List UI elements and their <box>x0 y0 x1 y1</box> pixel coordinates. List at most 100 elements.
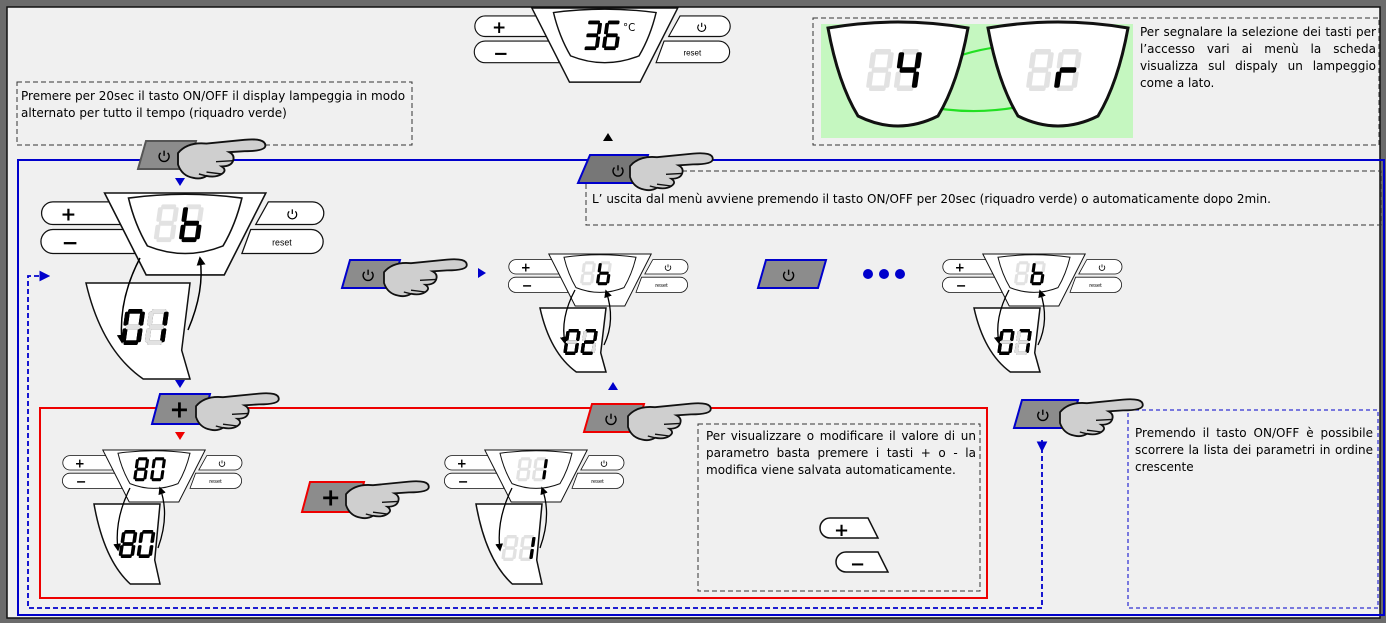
hand-finger-lines <box>647 422 681 439</box>
digit-segment-on <box>531 537 536 547</box>
minus-key[interactable] <box>473 40 561 64</box>
digit-segment-on <box>1031 282 1042 286</box>
digit-segment-on <box>123 311 130 326</box>
reset-key[interactable] <box>189 472 242 489</box>
hand-scroll <box>1059 398 1144 438</box>
digit-segment-off <box>520 537 525 547</box>
digit-segment-off <box>1017 271 1027 275</box>
digit-segment-off <box>158 220 174 226</box>
reset-key[interactable] <box>571 472 624 489</box>
digit-segment-on <box>161 459 166 469</box>
power-icon <box>600 461 608 467</box>
digit-segment-on <box>183 220 200 226</box>
controller-panel: +−reset <box>942 253 1123 307</box>
digit-segment-on <box>588 20 601 25</box>
digit-segment-off <box>531 470 537 480</box>
next-param-button-2[interactable] <box>756 259 828 289</box>
power-key[interactable] <box>254 201 325 226</box>
seven-seg-digit <box>596 263 611 286</box>
reset-key[interactable] <box>240 228 324 255</box>
digit-segment-off <box>533 459 538 469</box>
return-loop-arrow <box>27 270 1043 609</box>
digit-segment-off <box>1028 52 1037 69</box>
digit-segment-on <box>1040 274 1045 284</box>
digit-segment-on <box>194 224 202 240</box>
ellipsis-dot <box>895 269 905 279</box>
plus-key[interactable] <box>508 259 561 275</box>
digit-segment-off <box>1016 351 1027 355</box>
digit-segment-on <box>1033 271 1043 275</box>
minus-key[interactable] <box>942 276 1003 293</box>
plus-key[interactable] <box>41 201 124 226</box>
digit-segment-off <box>896 85 914 91</box>
power-key[interactable] <box>198 455 243 471</box>
plus-key[interactable] <box>942 259 995 275</box>
legend-plus-key <box>819 517 880 539</box>
plus-key[interactable] <box>474 15 549 38</box>
hand-finger-lines <box>403 278 437 295</box>
power-key[interactable] <box>667 15 731 38</box>
power-icon <box>218 461 226 467</box>
digit-segment-on <box>1010 331 1015 341</box>
minus-key[interactable] <box>62 472 123 489</box>
digit-segment-on <box>602 36 608 48</box>
digit-segment-on <box>593 331 598 341</box>
pressing-hand <box>629 152 714 192</box>
blink-signal-note: Per segnalare la selezione dei tasti per… <box>1140 25 1376 90</box>
controller-panel: +−reset <box>40 192 325 276</box>
digit-segment-off <box>185 204 202 210</box>
power-key[interactable] <box>1078 259 1123 275</box>
reset-key[interactable] <box>1069 276 1122 293</box>
hand-confirm <box>627 402 712 442</box>
panel-background <box>6 6 1381 619</box>
reset-key[interactable] <box>655 40 731 64</box>
digit-segment-off <box>590 274 595 284</box>
flow-arrow-in <box>116 257 141 344</box>
digit-segment-on <box>120 554 132 558</box>
seven-seg-digit <box>1014 329 1032 355</box>
param-window <box>539 307 607 373</box>
digit-segment-off <box>197 207 204 222</box>
hand-next-param <box>383 258 468 298</box>
digit-segment-on <box>607 20 620 25</box>
power-key[interactable] <box>644 259 689 275</box>
digit-segment-on <box>914 52 922 69</box>
digit-segment-on <box>899 67 917 73</box>
power-key[interactable] <box>580 455 625 471</box>
minus-key[interactable] <box>508 276 569 293</box>
flow-arrow-out <box>187 256 206 331</box>
seven-seg-digit <box>896 52 922 88</box>
digit-segment-on <box>999 351 1010 355</box>
digit-segment-on <box>1054 71 1062 88</box>
reset-key[interactable] <box>635 276 688 293</box>
digit-segment-off <box>153 224 161 240</box>
flow-arrow-down-1 <box>175 178 185 186</box>
digit-segment-on <box>132 532 138 543</box>
seven-seg-digit <box>529 537 536 559</box>
digit-segment-off <box>144 328 152 343</box>
digit-segment-off <box>517 459 522 469</box>
minus-key[interactable] <box>444 472 505 489</box>
digit-segment-on <box>606 274 611 284</box>
digit-segment-on <box>179 224 186 240</box>
digit-segment-off <box>886 52 894 69</box>
plus-key[interactable] <box>62 455 115 471</box>
digit-segment-on <box>896 52 905 69</box>
hand-main-power <box>629 152 714 192</box>
digit-segment-on <box>604 22 610 35</box>
digit-segment-off <box>868 52 877 69</box>
seven-seg-digit <box>1030 263 1045 286</box>
increment-plus-button-label: + <box>321 483 341 511</box>
power-icon <box>362 271 374 282</box>
digit-segment-on <box>136 545 142 556</box>
power-icon <box>664 265 672 271</box>
seven-seg-digit <box>580 329 598 355</box>
reset-key-label: reset <box>272 237 292 247</box>
digit-segment-off <box>125 324 141 330</box>
digit-segment-off <box>1014 343 1020 353</box>
minus-key[interactable] <box>40 228 136 255</box>
digit-segment-on <box>597 282 608 286</box>
plus-key[interactable] <box>444 455 497 471</box>
seven-seg-digit <box>1054 67 1077 88</box>
digit-segment-off <box>518 549 524 559</box>
